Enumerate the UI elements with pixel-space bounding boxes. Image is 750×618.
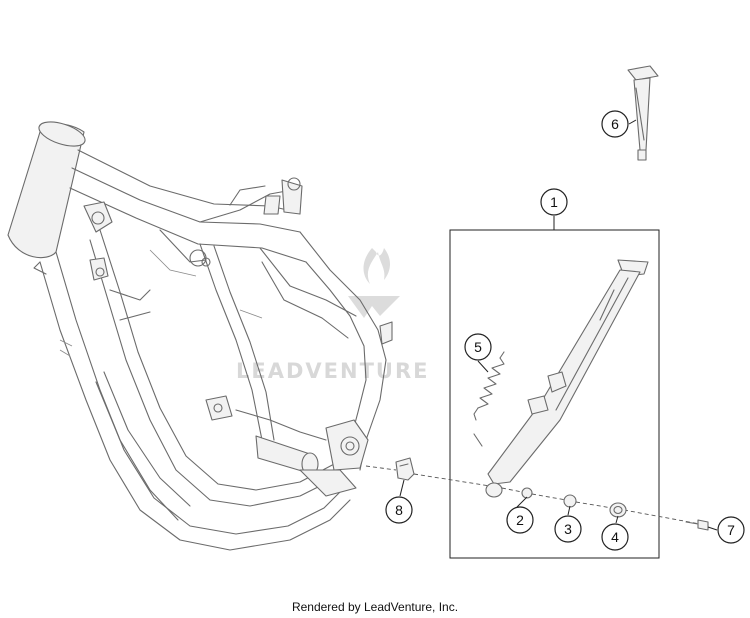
watermark-text: LEADVENTURE [236, 359, 429, 383]
callout-7-label: 7 [727, 522, 735, 538]
callout-8-label: 8 [395, 502, 403, 518]
part-4-nut-illustration [609, 502, 627, 518]
callout-6[interactable]: 6 [601, 110, 629, 138]
callout-7[interactable]: 7 [717, 516, 745, 544]
callout-1[interactable]: 1 [540, 188, 568, 216]
part-7-bolt-illustration [685, 519, 709, 531]
assembly-axis-line [365, 465, 701, 525]
part-8-clip-illustration [395, 457, 415, 481]
footer-credit: Rendered by LeadVenture, Inc. [291, 600, 459, 614]
part-3-washer-illustration [563, 494, 577, 508]
part-2-washer-illustration [521, 487, 533, 499]
callout-2-label: 2 [516, 512, 524, 528]
callout-2[interactable]: 2 [506, 506, 534, 534]
callout-4-label: 4 [611, 529, 619, 545]
callout-5[interactable]: 5 [464, 333, 492, 361]
callout-3[interactable]: 3 [554, 515, 582, 543]
callout-1-label: 1 [550, 194, 558, 210]
part-5-spring-illustration [473, 351, 505, 421]
callout-6-label: 6 [611, 116, 619, 132]
callout-8[interactable]: 8 [385, 496, 413, 524]
part-6-illustration [627, 65, 659, 161]
callout-5-label: 5 [474, 339, 482, 355]
callout-3-label: 3 [564, 521, 572, 537]
callout-4[interactable]: 4 [601, 523, 629, 551]
part-1-side-stand-illustration [485, 259, 649, 498]
pin-illustration [473, 433, 483, 447]
leader-lines [399, 119, 718, 531]
frame-illustration [7, 121, 393, 551]
